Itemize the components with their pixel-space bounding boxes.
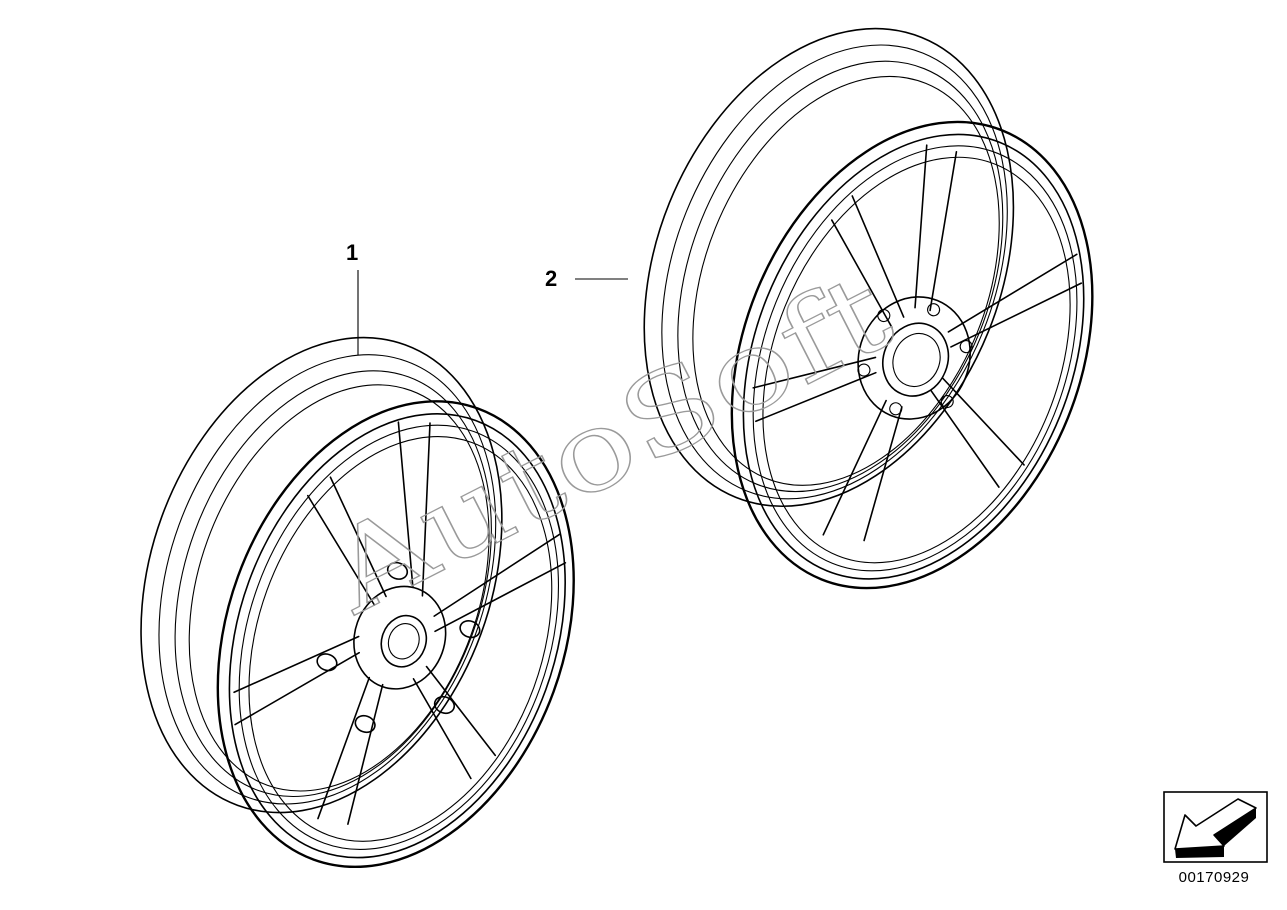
diagram-id: 00170929 xyxy=(1178,869,1250,886)
callout-2: 2 xyxy=(545,266,558,291)
direction-arrow-icon xyxy=(1163,791,1268,863)
wheel-1 xyxy=(140,336,575,868)
wheel-2 xyxy=(643,27,1094,590)
callout-1: 1 xyxy=(346,240,359,265)
